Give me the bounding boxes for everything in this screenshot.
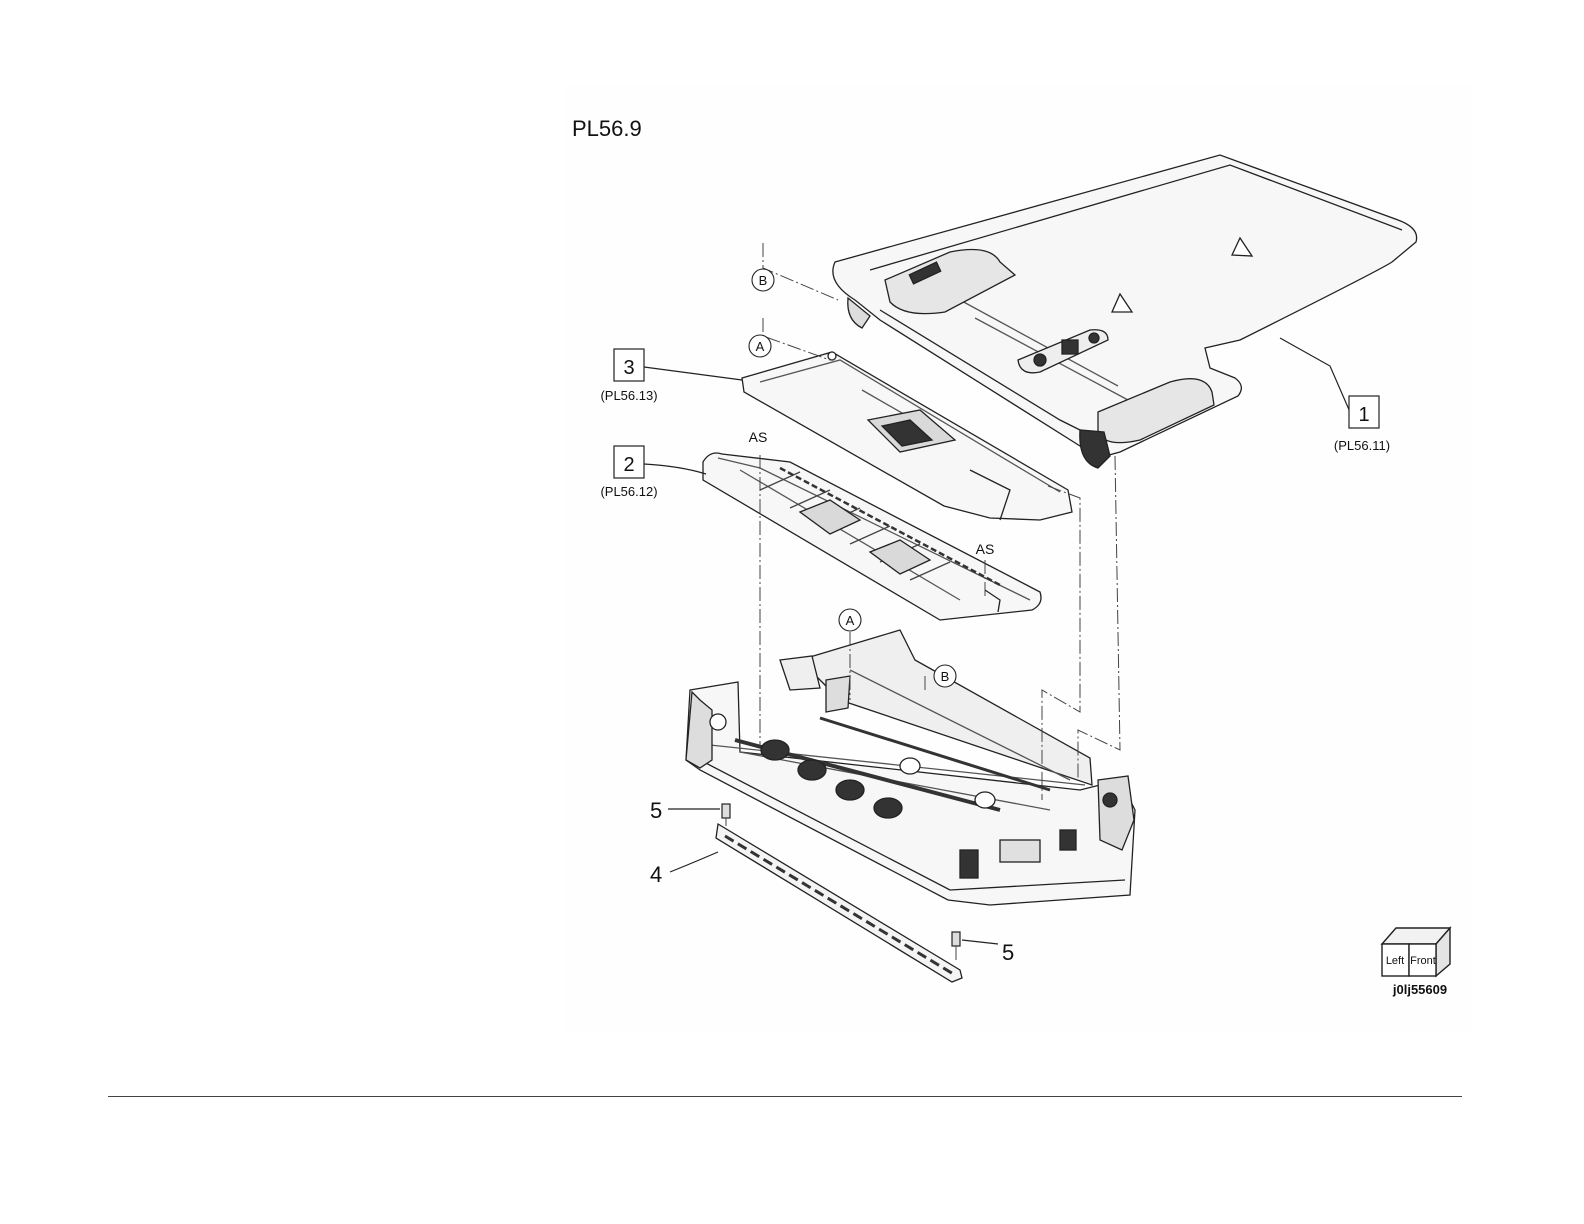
connector-b-top-label: B	[759, 273, 768, 288]
callout-5-top: 5	[650, 798, 720, 823]
connector-a-top: A	[749, 335, 771, 357]
callout-5-bottom-number: 5	[1002, 940, 1014, 965]
callout-5-bottom: 5	[962, 940, 1014, 965]
connector-a-bottom-label: A	[846, 613, 855, 628]
callout-4-number: 4	[650, 862, 662, 887]
cube-front-face: Front	[1410, 955, 1436, 967]
callout-3-number: 3	[623, 357, 634, 379]
footer-rule	[108, 1096, 1462, 1097]
orientation-cube-icon: Left Front	[1382, 928, 1450, 976]
callout-5-top-number: 5	[650, 798, 662, 823]
connector-a-top-label: A	[756, 339, 765, 354]
as-mark-left: AS	[749, 429, 768, 445]
as-mark-right: AS	[976, 541, 995, 557]
callout-4: 4	[650, 852, 718, 887]
callout-2: 2 (PL56.12)	[600, 446, 706, 499]
main-frame-assembly	[686, 630, 1135, 905]
connector-b-top: B	[752, 269, 774, 291]
callout-1-number: 1	[1358, 404, 1369, 426]
figure-title: PL56.9	[572, 116, 642, 141]
connector-a-bottom: A	[839, 609, 861, 631]
callout-1: 1 (PL56.11)	[1280, 338, 1390, 453]
callout-3: 3 (PL56.13)	[600, 349, 742, 403]
image-code: j0lj55609	[1392, 982, 1447, 997]
callout-2-ref: (PL56.12)	[600, 484, 657, 499]
callout-2-number: 2	[623, 454, 634, 476]
callout-3-ref: (PL56.13)	[600, 388, 657, 403]
cube-left-face: Left	[1386, 955, 1404, 967]
connector-b-bottom: B	[934, 665, 956, 687]
callout-1-ref: (PL56.11)	[1334, 438, 1390, 453]
connector-b-bottom-label: B	[941, 669, 950, 684]
